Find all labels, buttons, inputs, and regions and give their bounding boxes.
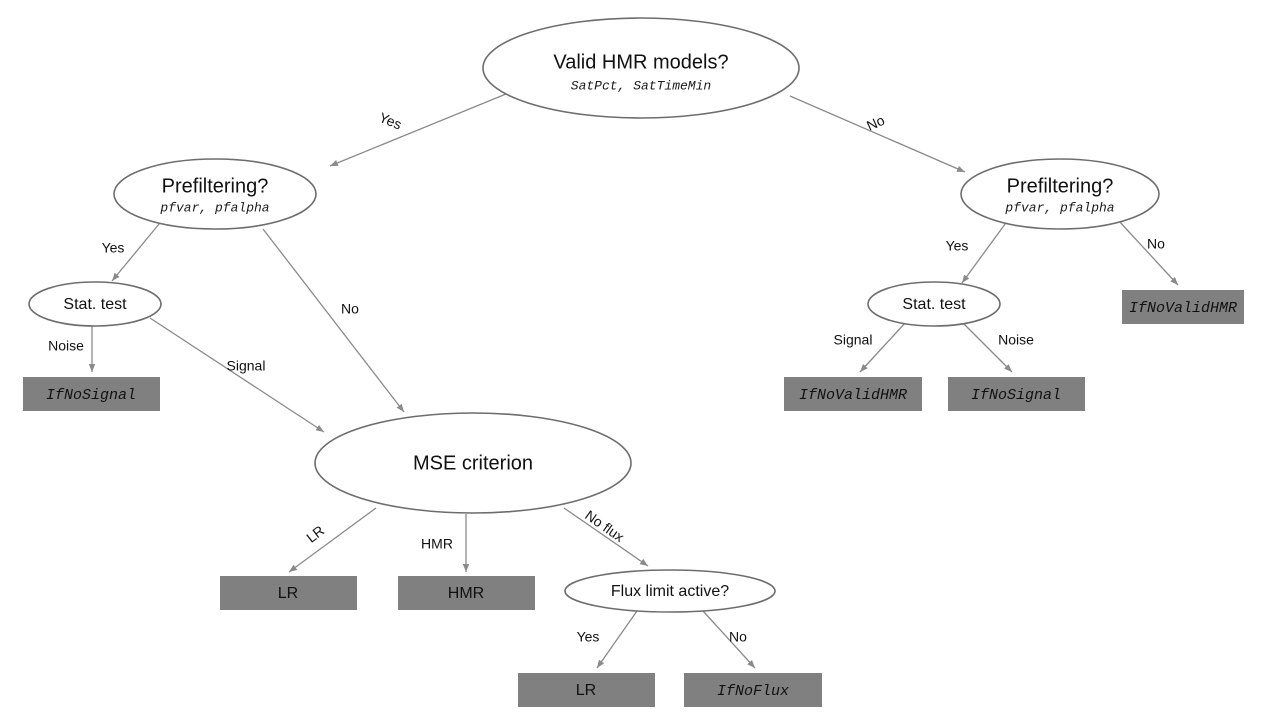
edge-stat-left-signal [149,317,325,433]
node-ifnosignal-left-label: IfNoSignal [46,387,136,404]
edge-mse-noflux [563,507,649,567]
edge-pf-left-no [262,228,405,413]
node-mse-criterion[interactable]: MSE criterion [314,412,632,514]
edge-label-stat-left-noise: Noise [48,338,84,354]
node-stat-test-left-label: Stat. test [63,296,127,313]
node-hmr-mse-label: HMR [448,585,484,602]
node-prefiltering-left-label: Prefiltering? [162,175,269,197]
node-ifnoflux-box [684,673,822,707]
node-valid-hmr-params: SatPct, SatTimeMin [571,78,711,93]
node-prefiltering-left-ellipse [113,158,317,230]
edge-root-yes [329,93,507,167]
node-prefiltering-right-label: Prefiltering? [1007,175,1114,197]
edge-stat-right-noise [961,321,1013,373]
node-lr-flux-label: LR [576,682,596,699]
node-ifnoflux-label: IfNoFlux [717,683,789,700]
node-ifnovalidhmr-bottom-label: IfNoValidHMR [799,387,907,404]
node-mse-criterion-label: MSE criterion [413,452,533,474]
edge-label-pf-left-no: No [341,301,359,317]
node-valid-hmr-ellipse [482,17,800,119]
node-valid-hmr-label: Valid HMR models? [553,51,728,73]
node-prefiltering-right-ellipse [960,158,1160,230]
edge-label-root-yes: Yes [377,109,404,132]
node-lr-flux[interactable]: LR [518,673,655,707]
node-valid-hmr-models[interactable]: Valid HMR models? SatPct, SatTimeMin [482,17,800,119]
edge-group: Yes No Yes No Noise Signal Yes No Signal… [48,93,1179,669]
edge-root-no [789,95,966,173]
node-mse-criterion-ellipse [314,412,632,514]
node-ifnovalidhmr-top[interactable]: IfNoValidHMR [1122,290,1244,324]
edge-label-pf-right-yes: Yes [946,238,969,254]
node-prefiltering-right[interactable]: Prefiltering? pfvar, pfalpha [960,158,1160,230]
node-lr-mse-box [220,576,357,610]
edge-label-pf-left-yes: Yes [102,240,125,256]
node-stat-test-left[interactable]: Stat. test [28,281,162,327]
node-flux-limit-ellipse [564,569,776,613]
edge-label-stat-right-signal: Signal [834,332,873,348]
node-stat-test-right-ellipse [867,281,1001,327]
node-hmr-mse-box [398,576,535,610]
edge-label-flux-no: No [729,629,747,645]
edge-pf-right-no [1117,219,1179,286]
node-prefiltering-left-params: pfvar, pfalpha [159,200,269,215]
node-ifnovalidhmr-top-label: IfNoValidHMR [1129,300,1237,317]
edge-label-pf-right-no: No [1147,236,1165,252]
edge-label-stat-left-signal: Signal [227,358,266,374]
edge-mse-lr [288,507,377,573]
node-ifnoflux[interactable]: IfNoFlux [684,673,822,707]
node-stat-test-right[interactable]: Stat. test [867,281,1001,327]
node-flux-limit-active[interactable]: Flux limit active? [564,569,776,613]
node-ifnosignal-right[interactable]: IfNoSignal [948,377,1085,411]
edge-pf-left-yes [111,217,165,282]
node-hmr-mse[interactable]: HMR [398,576,535,610]
node-lr-flux-box [518,673,655,707]
edge-stat-right-signal [859,321,907,373]
edge-label-mse-lr: LR [303,522,327,546]
edge-flux-no [702,610,756,669]
node-lr-mse-label: LR [278,585,298,602]
node-ifnosignal-right-label: IfNoSignal [971,387,1061,404]
edge-label-root-no: No [864,112,887,134]
node-flux-limit-label: Flux limit active? [611,583,729,600]
node-ifnosignal-left-box [23,377,160,411]
node-ifnovalidhmr-bottom[interactable]: IfNoValidHMR [784,377,922,411]
node-ifnosignal-left[interactable]: IfNoSignal [23,377,160,411]
node-prefiltering-left[interactable]: Prefiltering? pfvar, pfalpha [113,158,317,230]
edge-label-stat-right-noise: Noise [998,332,1034,348]
edge-label-flux-yes: Yes [577,629,600,645]
edge-flux-yes [596,610,638,669]
node-prefiltering-right-params: pfvar, pfalpha [1004,200,1114,215]
edge-label-mse-hmr: HMR [421,536,453,552]
node-ifnovalidhmr-bottom-box [784,377,922,411]
node-stat-test-left-ellipse [28,281,162,327]
node-lr-mse[interactable]: LR [220,576,357,610]
node-stat-test-right-label: Stat. test [902,296,966,313]
node-ifnosignal-right-box [948,377,1085,411]
node-ifnovalidhmr-top-box [1122,290,1244,324]
edge-pf-right-yes [961,219,1009,284]
